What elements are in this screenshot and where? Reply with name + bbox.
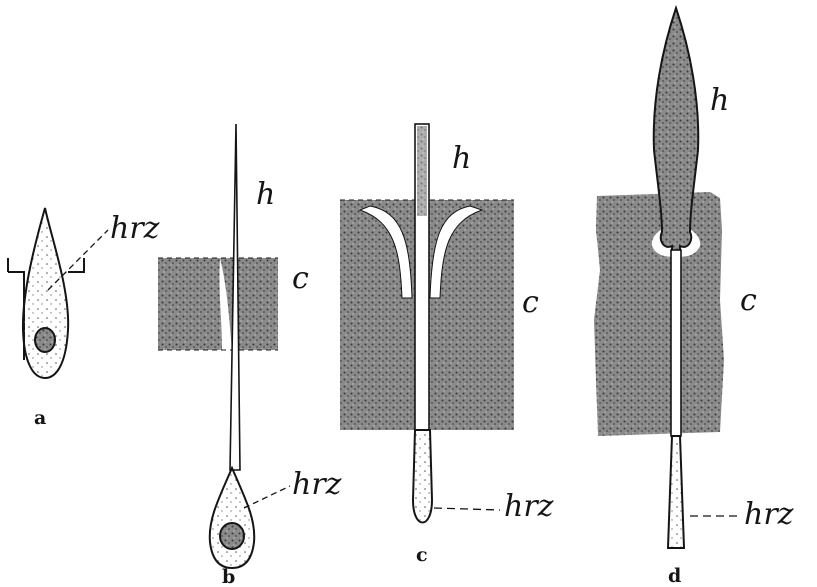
panel-b-h-label: h bbox=[256, 177, 275, 212]
panel-d-caption: d bbox=[668, 565, 681, 587]
panel-a-caption: a bbox=[34, 407, 46, 429]
panel-a-hrz-label: hrz bbox=[110, 211, 160, 246]
panel-d-c-label: c bbox=[740, 283, 757, 318]
panel-b-bulb bbox=[210, 468, 255, 568]
panel-a: hrz a bbox=[8, 208, 160, 429]
panel-b-hrz-leader bbox=[244, 486, 290, 508]
panel-c-bulb bbox=[413, 430, 432, 523]
panel-b: h c hrz b bbox=[158, 124, 342, 587]
panel-d-hair-shaft bbox=[671, 250, 681, 436]
panel-d: h c hrz d bbox=[594, 8, 794, 587]
panel-d-hair-head bbox=[654, 8, 699, 256]
panel-d-cuticle bbox=[594, 192, 724, 436]
panel-b-hrz-label: hrz bbox=[292, 467, 342, 502]
panel-c-c-label: c bbox=[522, 285, 539, 320]
panel-d-h-label: h bbox=[710, 83, 729, 118]
panel-c: h c hrz c bbox=[340, 124, 554, 566]
panel-b-caption: b bbox=[222, 566, 235, 587]
panel-c-caption: c bbox=[416, 544, 428, 566]
panel-c-h-label: h bbox=[452, 141, 471, 176]
panel-b-c-label: c bbox=[292, 261, 309, 296]
panel-c-hrz-leader bbox=[434, 508, 500, 510]
panel-b-cuticle bbox=[158, 258, 278, 350]
panel-a-nucleus bbox=[35, 328, 55, 352]
panel-b-nucleus bbox=[220, 523, 244, 549]
panel-c-hrz-label: hrz bbox=[504, 489, 554, 524]
panel-d-hrz-label: hrz bbox=[744, 497, 794, 532]
panel-d-bulb bbox=[668, 436, 684, 548]
